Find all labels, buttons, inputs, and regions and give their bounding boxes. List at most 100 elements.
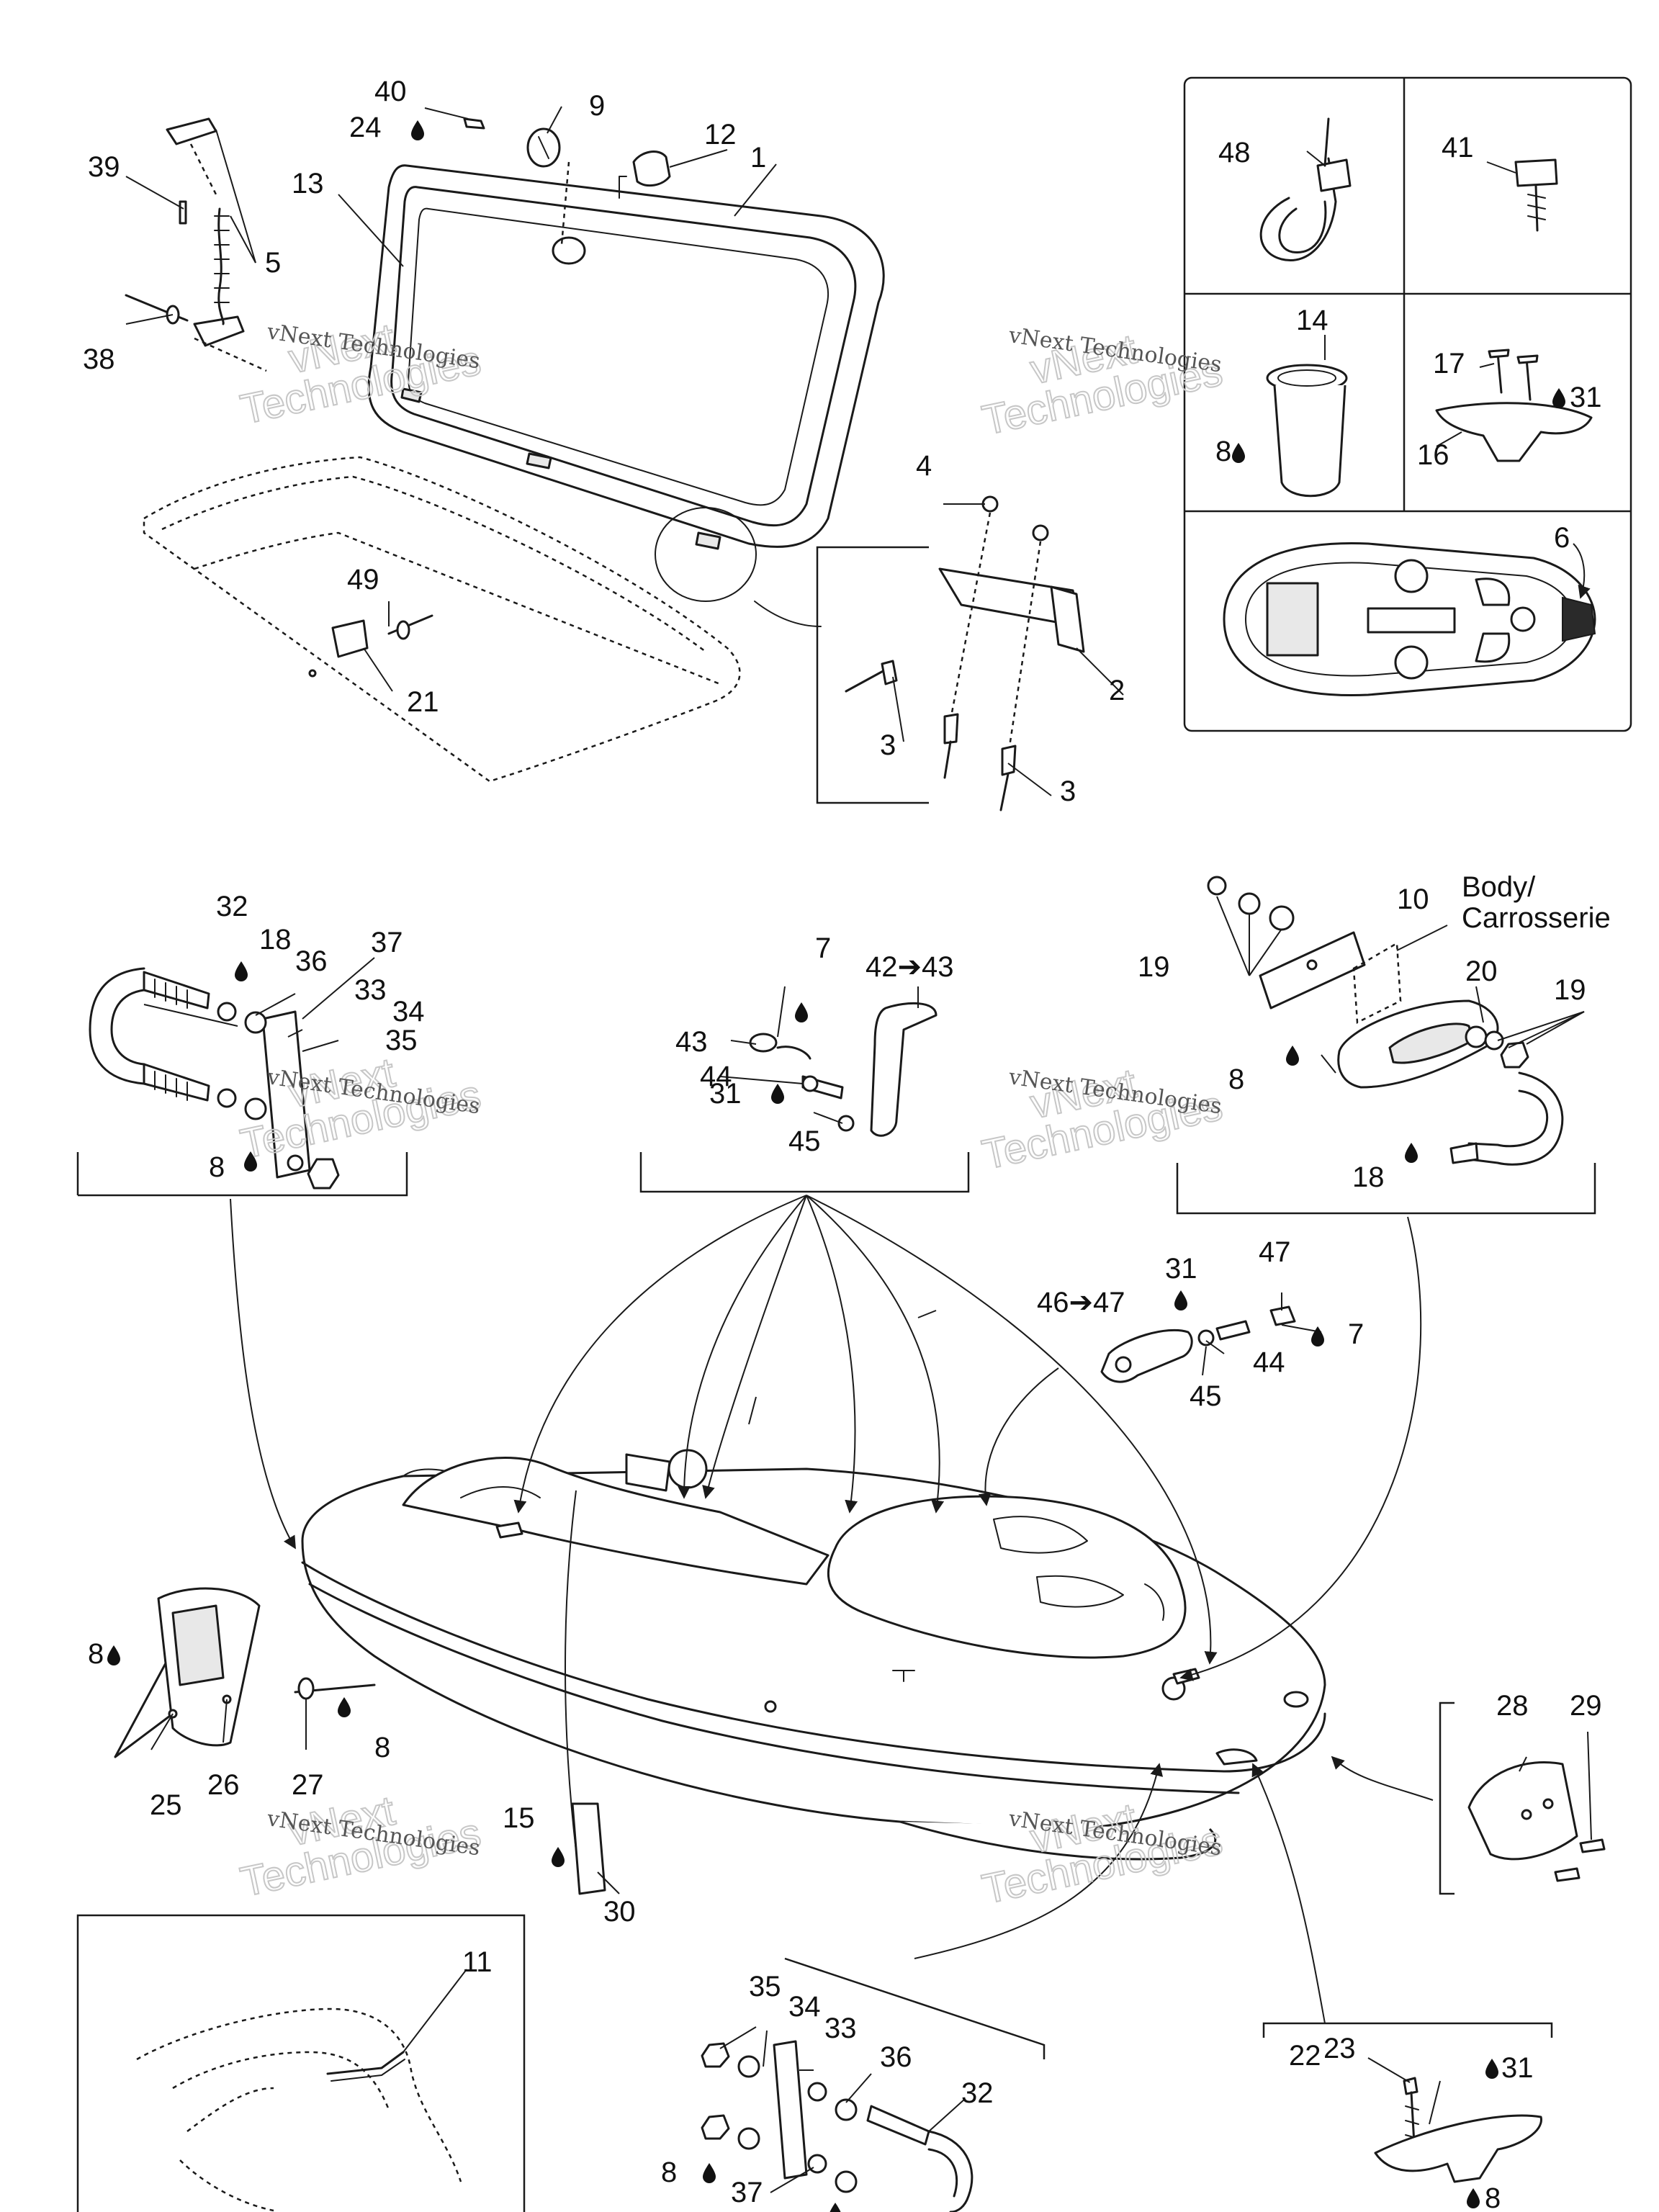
callout-45: 45 — [1190, 1380, 1222, 1412]
callout-38: 38 — [83, 343, 115, 375]
callout-33: 33 — [824, 2013, 857, 2044]
droplet-icon — [235, 961, 248, 981]
callout-48: 48 — [1218, 137, 1251, 168]
callout-4: 4 — [916, 450, 932, 482]
side-handle-detail — [1100, 1305, 1296, 1383]
boat-hull — [301, 1449, 1326, 1861]
callout-11: 11 — [462, 1946, 493, 1978]
bumper-detail — [1439, 1701, 1606, 1895]
callout-31: 31 — [1570, 382, 1602, 413]
callout-31: 31 — [1501, 2052, 1534, 2084]
callout-14: 14 — [1296, 305, 1328, 336]
droplet-icon — [703, 2163, 716, 2183]
watermark-group: vNext Technologies vNext Technologies vN… — [236, 314, 1228, 1914]
ref-46-47: 46➔47 — [1037, 1287, 1125, 1318]
swim-platform-detail — [114, 1587, 376, 1758]
accessories-inset — [1183, 76, 1632, 732]
droplet-icon — [795, 1002, 808, 1022]
leader-lines — [125, 106, 1592, 2193]
callout-35: 35 — [749, 1971, 781, 2002]
callout-22: 22 — [1289, 2040, 1321, 2072]
callout-8: 8 — [374, 1732, 390, 1763]
callout-8: 8 — [1485, 2182, 1501, 2212]
droplet-icon — [1232, 443, 1245, 463]
droplet-icon — [1174, 1290, 1187, 1310]
callout-8: 8 — [1228, 1064, 1244, 1095]
rear-handle-detail — [1176, 876, 1596, 1215]
callout-18: 18 — [1352, 1161, 1385, 1193]
cleat-detail — [1262, 2022, 1553, 2183]
body-label-line1: Body/ — [1462, 871, 1536, 903]
callout-36: 36 — [295, 945, 328, 977]
reference-arrows — [230, 1195, 1434, 2024]
callout-31: 31 — [1165, 1253, 1197, 1285]
callout-17: 17 — [1433, 348, 1465, 379]
droplet-icon — [1552, 388, 1565, 408]
callout-32: 32 — [216, 891, 248, 922]
callout-27: 27 — [292, 1769, 324, 1801]
hinge-detail-inset — [816, 495, 1085, 811]
droplet-icon — [1311, 1326, 1324, 1346]
ref-42-43: 42➔43 — [866, 951, 954, 983]
callout-49: 49 — [347, 564, 379, 595]
droplet-icon — [1485, 2059, 1498, 2079]
stern-handle-detail — [701, 1957, 1046, 2212]
callout-9: 9 — [589, 90, 605, 122]
callout-41: 41 — [1442, 132, 1474, 163]
callout-32: 32 — [961, 2077, 994, 2109]
callout-3: 3 — [880, 729, 896, 761]
callout-2: 2 — [1109, 675, 1125, 706]
droplet-icon — [552, 1847, 565, 1867]
callout-19: 19 — [1554, 974, 1586, 1006]
callout-40: 40 — [374, 76, 407, 107]
callout-labels: 1 2 3 3 4 5 6 7 7 8 8 8 8 8 8 8 9 10 11 … — [83, 76, 1611, 2212]
callout-31: 31 — [709, 1078, 742, 1110]
droplet-icon — [107, 1645, 120, 1665]
droplet-icon — [338, 1697, 351, 1717]
callout-33: 33 — [354, 974, 387, 1006]
callout-18: 18 — [259, 924, 292, 956]
callout-35: 35 — [385, 1025, 418, 1056]
callout-45: 45 — [788, 1125, 821, 1157]
callout-16: 16 — [1417, 439, 1449, 471]
callout-30: 30 — [603, 1896, 636, 1928]
callout-34: 34 — [788, 1991, 821, 2023]
callout-44: 44 — [700, 1061, 732, 1092]
droplet-icon — [829, 2203, 842, 2212]
bow-handle-detail — [76, 967, 408, 1197]
droplet-icon — [1405, 1143, 1418, 1163]
droplet-icon — [1467, 2188, 1480, 2208]
callout-12: 12 — [704, 119, 737, 150]
callout-10: 10 — [1397, 884, 1429, 915]
callout-37: 37 — [371, 927, 403, 958]
callout-47: 47 — [1259, 1236, 1291, 1268]
callout-8: 8 — [209, 1151, 225, 1183]
droplet-icon — [1286, 1046, 1299, 1066]
callout-34: 34 — [392, 996, 425, 1028]
callout-3: 3 — [1060, 775, 1076, 807]
callout-8: 8 — [1215, 436, 1231, 467]
callout-28: 28 — [1496, 1690, 1529, 1722]
callout-5: 5 — [265, 247, 281, 279]
callout-15: 15 — [503, 1802, 535, 1834]
callout-6: 6 — [1554, 522, 1570, 554]
callout-36: 36 — [880, 2041, 912, 2073]
callout-39: 39 — [88, 151, 120, 183]
callout-7: 7 — [815, 932, 831, 964]
hull-bottom-inset — [76, 1914, 526, 2212]
callout-24: 24 — [349, 112, 382, 143]
callout-8: 8 — [661, 2157, 677, 2188]
callout-21: 21 — [407, 686, 439, 718]
droplet-icon — [411, 120, 424, 140]
callout-19: 19 — [1138, 951, 1170, 983]
callout-23: 23 — [1323, 2033, 1356, 2064]
droplet-icon — [771, 1084, 784, 1104]
body-label-line2: Carrosserie — [1462, 902, 1611, 934]
callout-20: 20 — [1465, 956, 1498, 987]
callout-13: 13 — [292, 168, 324, 199]
callout-1: 1 — [750, 142, 766, 174]
callout-7: 7 — [1348, 1318, 1364, 1350]
callout-25: 25 — [150, 1789, 182, 1821]
callout-43: 43 — [675, 1026, 708, 1058]
callout-29: 29 — [1570, 1690, 1602, 1722]
